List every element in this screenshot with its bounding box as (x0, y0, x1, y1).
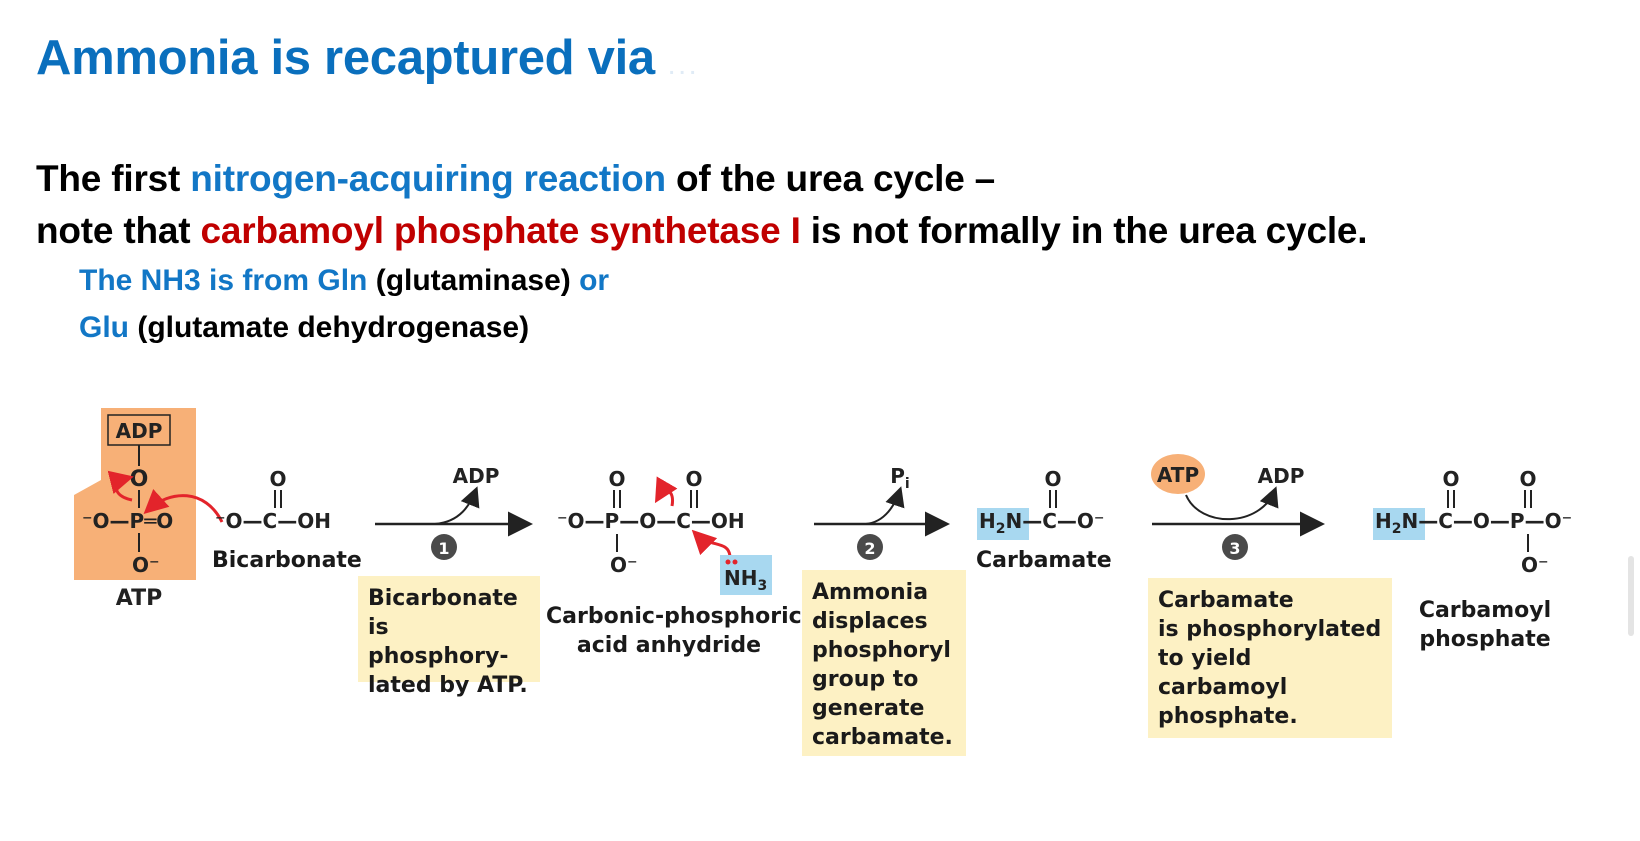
svg-text:O: O (1442, 467, 1459, 491)
text-segment: note that (36, 210, 201, 251)
highlight-gln-source: The NH3 is from Gln (79, 264, 368, 297)
svg-text:O: O (269, 467, 286, 491)
text-segment: (glutamate dehydrogenase) (129, 311, 530, 344)
product-label: Carbamoyl phosphate (1410, 596, 1560, 654)
caption-line: to yield carbamoyl (1158, 646, 1288, 700)
label-line: acid anhydride (576, 633, 762, 658)
svg-text:ADP: ADP (453, 464, 500, 488)
svg-text:O⁻: O⁻ (132, 553, 160, 577)
label-line: Carbamoyl (1418, 598, 1552, 623)
caption-line: phosphate. (1158, 704, 1298, 729)
intermediate-label: Carbonic-phosphoric acid anhydride (546, 602, 802, 660)
text-segment: is not formally in the urea cycle. (800, 210, 1368, 251)
sub-line-1: The NH3 is from Gln (glutaminase) or (79, 264, 609, 298)
highlight-enzyme-name: carbamoyl phosphate synthetase I (200, 210, 801, 251)
body-line-2: note that carbamoyl phosphate synthetase… (36, 210, 1368, 252)
caption-line: displaces (812, 609, 928, 634)
svg-text:O: O (1044, 467, 1061, 491)
slide-title: Ammonia is recaptured via . . . (36, 30, 695, 86)
svg-text:O: O (685, 467, 702, 491)
text-segment: The first (36, 158, 191, 199)
atp-highlight (74, 408, 196, 580)
highlight-nitrogen-reaction: nitrogen-acquiring reaction (190, 158, 666, 199)
text-segment: (glutaminase) (367, 264, 571, 297)
svg-text:ATP: ATP (1157, 463, 1199, 487)
step3-caption: Carbamate is phosphorylated to yield car… (1148, 578, 1392, 738)
svg-text:O: O (130, 467, 149, 492)
caption-line: is phosphorylated (1158, 617, 1382, 642)
svg-text:O: O (608, 467, 625, 491)
svg-text:O⁻: O⁻ (610, 553, 638, 577)
reaction-figure: ADP O ⁻O—P═O O⁻ ATP O ⁻O—C—OH ADP 1 O O … (0, 400, 1640, 820)
svg-text:2: 2 (864, 539, 875, 558)
h2n-highlight (977, 508, 1029, 540)
caption-line: group to (812, 667, 919, 692)
svg-text:O: O (1519, 467, 1536, 491)
svg-text:Pi: Pi (890, 464, 909, 492)
svg-text:⁻O—P—O—C—OH: ⁻O—P—O—C—OH (557, 509, 745, 533)
svg-text:O⁻: O⁻ (1521, 553, 1549, 577)
caption-line: Bicarbonate (368, 586, 518, 611)
caption-line: is phosphory- (368, 615, 509, 669)
atp-input-badge (1151, 454, 1205, 494)
reaction-diagram-svg: ADP O ⁻O—P═O O⁻ ATP O ⁻O—C—OH ADP 1 O O … (74, 408, 1572, 611)
step2-caption: Ammonia displaces phosphoryl group to ge… (802, 570, 966, 756)
svg-text:3: 3 (1229, 539, 1240, 558)
caption-line: carbamate. (812, 725, 953, 750)
svg-text:ADP: ADP (1258, 464, 1305, 488)
scrollbar[interactable] (1628, 556, 1634, 636)
atp-label: ATP (116, 586, 162, 611)
label-line: phosphate (1419, 627, 1551, 652)
svg-text:⁻O—P═O: ⁻O—P═O (82, 509, 173, 533)
slide-title-text: Ammonia is recaptured via (36, 31, 655, 85)
caption-line: phosphoryl (812, 638, 951, 663)
caption-line: Ammonia (812, 580, 929, 605)
adp-box-label: ADP (116, 419, 163, 443)
slide-title-faded: . . . (668, 57, 696, 79)
svg-text:1: 1 (438, 539, 449, 558)
body-line-1: The first nitrogen-acquiring reaction of… (36, 158, 995, 200)
label-line: Carbonic-phosphoric (546, 604, 802, 629)
svg-text:H2N—C—O—P—O⁻: H2N—C—O—P—O⁻ (1375, 509, 1572, 537)
caption-line: generate (812, 696, 925, 721)
text-segment: or (570, 264, 610, 297)
h2n-highlight-product (1373, 508, 1425, 540)
caption-line: lated by ATP. (368, 673, 528, 698)
svg-text:H2N—C—O⁻: H2N—C—O⁻ (979, 509, 1104, 537)
highlight-glu-source: Glu (79, 311, 129, 344)
caption-line: Carbamate (1158, 588, 1294, 613)
step1-caption: Bicarbonate is phosphory- lated by ATP. (358, 576, 540, 698)
svg-text:⁻O—C—OH: ⁻O—C—OH (215, 509, 331, 533)
bicarbonate-label: Bicarbonate (212, 548, 362, 573)
text-segment: of the urea cycle – (665, 158, 996, 199)
sub-line-2: Glu (glutamate dehydrogenase) (79, 311, 529, 345)
carbamate-label: Carbamate (976, 548, 1112, 573)
